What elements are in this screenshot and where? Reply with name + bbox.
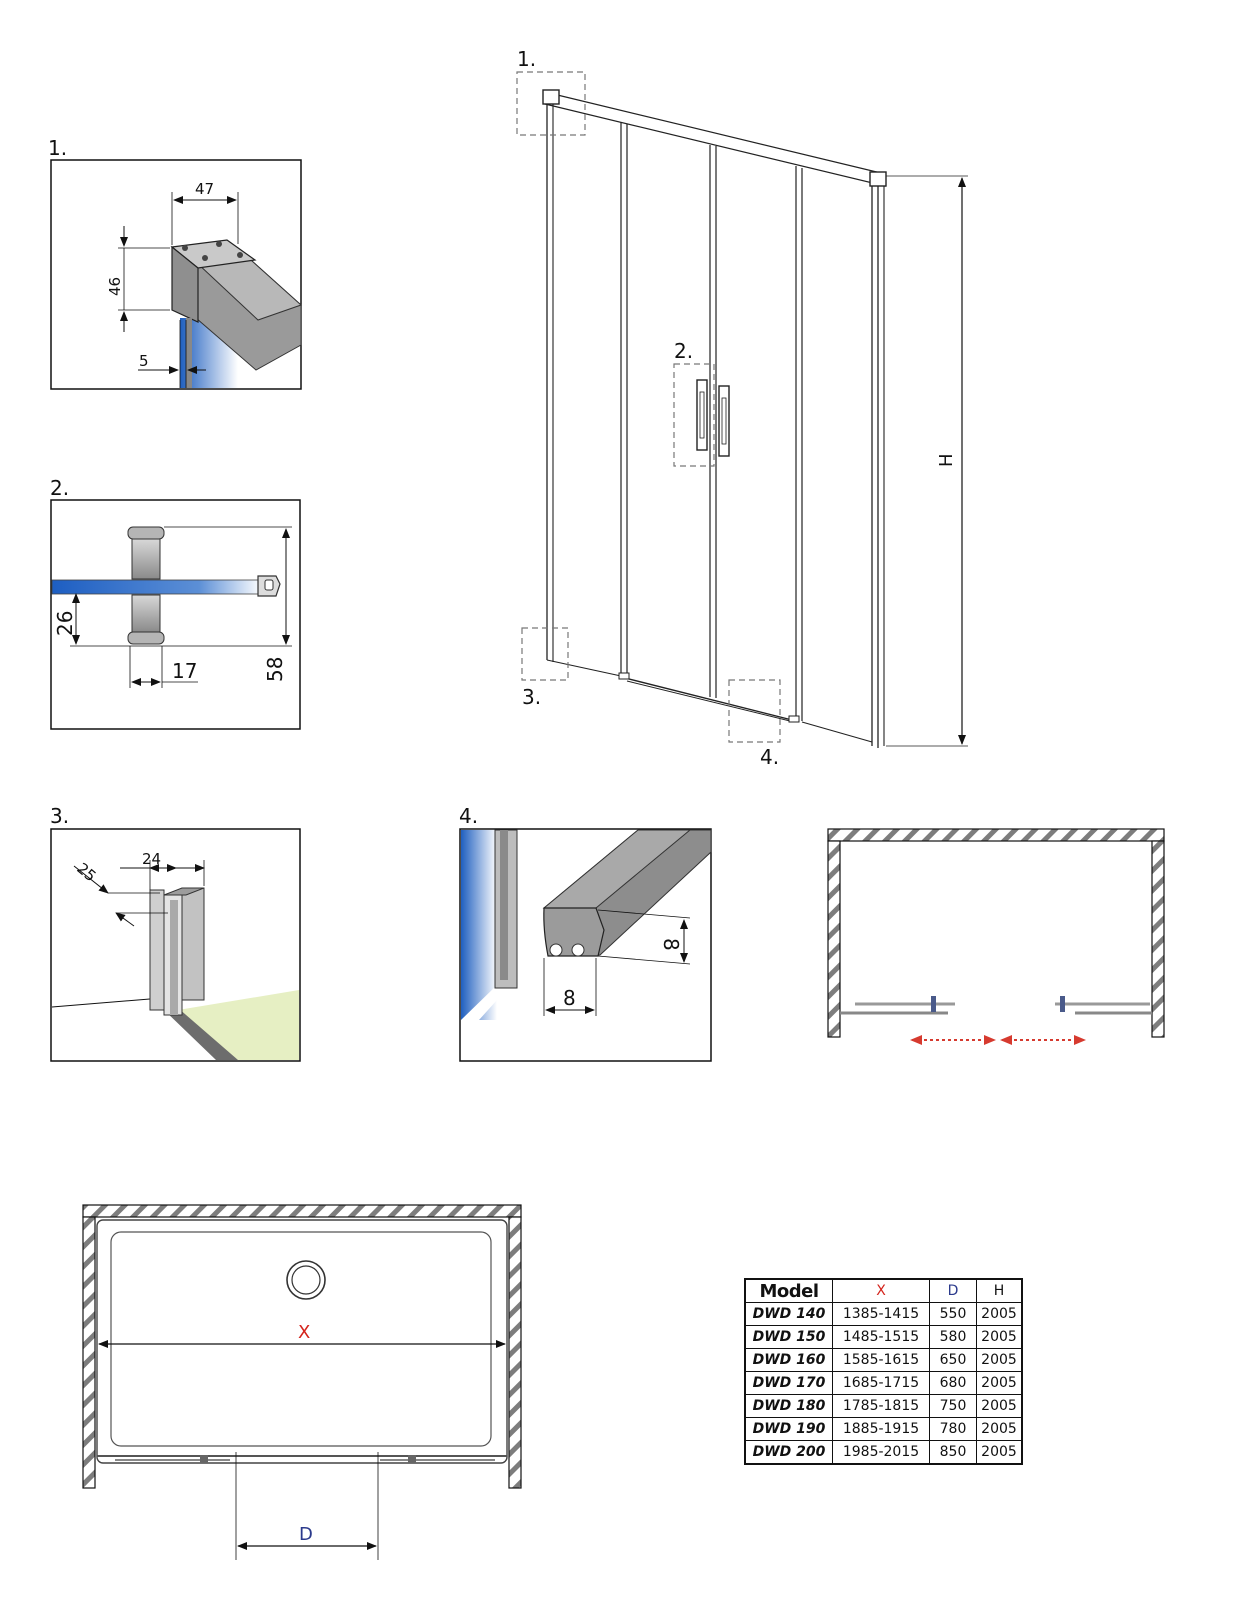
detail-4: 4. 8 8 — [459, 804, 712, 1062]
door-label: D — [299, 1524, 313, 1545]
detail-1: 1. — [48, 136, 302, 390]
table-row: DWD 140 1385-1415 550 2005 — [744, 1302, 1023, 1326]
plan-view-tray: X D — [82, 1204, 522, 1560]
height-label: H — [936, 453, 957, 467]
table-row: DWD 150 1485-1515 580 2005 — [744, 1325, 1023, 1349]
glass-panel — [51, 579, 263, 595]
width-label: X — [298, 1322, 310, 1343]
detail-2: 2. 26 17 58 — [50, 476, 301, 730]
wall-left — [827, 840, 841, 1038]
header-d: D — [929, 1278, 977, 1303]
callout-box-2 — [673, 363, 715, 467]
dimension-table: Model X D H DWD 140 1385-1415 550 2005 D… — [744, 1278, 1023, 1465]
callout-label-1: 1. — [517, 47, 536, 71]
header-model: Model — [744, 1278, 833, 1303]
table-row: DWD 190 1885-1915 780 2005 — [744, 1417, 1023, 1441]
handle-marker-left — [931, 996, 936, 1012]
plan-view-sliding — [827, 828, 1165, 1045]
callout-box-1 — [516, 71, 586, 136]
handle-bottom — [131, 594, 161, 633]
top-rail — [544, 91, 886, 187]
floor — [178, 990, 299, 1060]
dim-5: 5 — [139, 352, 149, 370]
detail-2-illustration: 26 17 58 — [51, 526, 292, 688]
wall-profile — [149, 889, 165, 1011]
dim-8-vertical: 8 — [659, 938, 683, 951]
wall-top — [82, 1204, 522, 1218]
callout-label-4: 4. — [760, 745, 779, 769]
header-h: H — [976, 1278, 1023, 1303]
dim-58: 58 — [263, 657, 287, 682]
detail-4-illustration: 8 8 — [461, 829, 712, 1040]
detail-2-frame — [50, 499, 301, 730]
glass-panel — [461, 830, 497, 1020]
rail-cap-right — [869, 171, 887, 187]
dim-24: 24 — [142, 850, 161, 868]
dim-8-horizontal: 8 — [563, 986, 576, 1010]
detail-1-illustration: 47 46 5 — [106, 180, 302, 388]
main-door-view: 1. 2. 3. 4. H — [516, 47, 968, 769]
callout-box-4 — [728, 679, 781, 743]
dim-46: 46 — [106, 277, 124, 296]
table-row: DWD 160 1585-1615 650 2005 — [744, 1348, 1023, 1372]
dim-17: 17 — [172, 659, 197, 683]
table-row: DWD 170 1685-1715 680 2005 — [744, 1371, 1023, 1395]
detail-2-label: 2. — [50, 476, 69, 500]
callout-label-3: 3. — [522, 685, 541, 709]
handle-top — [127, 526, 165, 540]
wall-top — [827, 828, 1165, 842]
dim-47: 47 — [195, 180, 214, 198]
rail-cap-left — [542, 89, 560, 105]
header-x: X — [832, 1278, 930, 1303]
table-row: DWD 200 1985-2015 850 2005 — [744, 1440, 1023, 1465]
detail-3: 3. 25 24 — [50, 804, 301, 1062]
table-header-row: Model X D H — [744, 1278, 1023, 1303]
callout-label-2: 2. — [674, 339, 693, 363]
table-row: DWD 180 1785-1815 750 2005 — [744, 1394, 1023, 1418]
detail-3-label: 3. — [50, 804, 69, 828]
callout-box-3 — [521, 627, 569, 681]
detail-1-label: 1. — [48, 136, 67, 160]
detail-3-illustration: 25 24 — [51, 850, 299, 1060]
wall-right — [508, 1216, 522, 1489]
handle-marker-right — [1060, 996, 1065, 1012]
detail-4-label: 4. — [459, 804, 478, 828]
wall-right — [1151, 840, 1165, 1038]
wall-left — [82, 1216, 96, 1489]
dim-26: 26 — [53, 611, 77, 636]
